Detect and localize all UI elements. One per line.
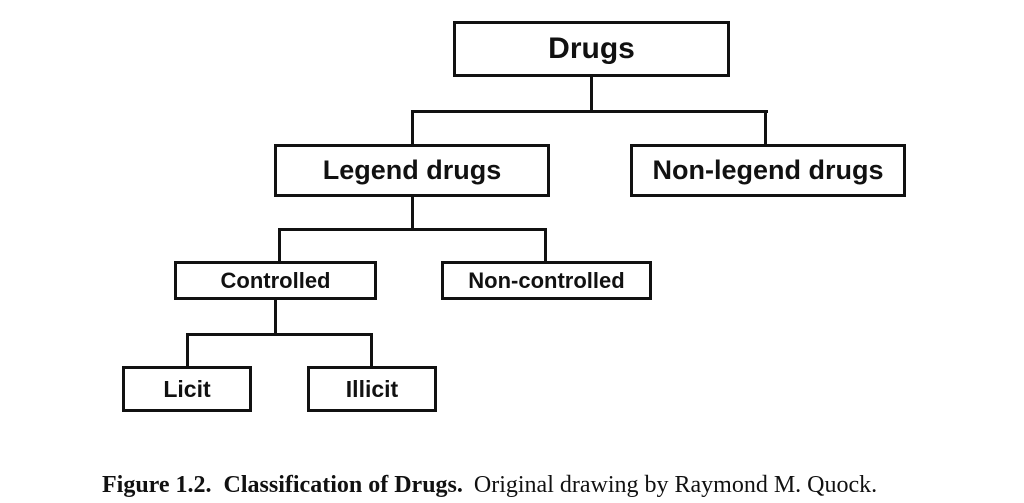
connector-drugs-stem (590, 77, 593, 110)
connector-controlled-drop (278, 228, 281, 261)
connector-level3-crossbar (278, 228, 547, 231)
node-legend-drugs: Legend drugs (274, 144, 550, 197)
node-controlled: Controlled (174, 261, 377, 300)
connector-legend-drop (411, 110, 414, 144)
connector-non-controlled-drop (544, 228, 547, 261)
connector-legend-stem (411, 197, 414, 228)
figure-caption-credit: Original drawing by Raymond M. Quock. (473, 472, 878, 498)
node-illicit: Illicit (307, 366, 437, 412)
node-licit: Licit (122, 366, 252, 412)
connector-licit-drop (186, 333, 189, 366)
figure-caption: Figure 1.2. Classification of Drugs. Orig… (78, 437, 998, 503)
connector-illicit-drop (370, 333, 373, 366)
node-non-controlled: Non-controlled (441, 261, 652, 300)
connector-controlled-stem (274, 299, 277, 333)
figure-caption-title: Figure 1.2. Classification of Drugs. (102, 472, 463, 498)
connector-level4-crossbar (186, 333, 373, 336)
node-non-legend-drugs: Non-legend drugs (630, 144, 906, 197)
node-drugs: Drugs (453, 21, 730, 77)
connector-non-legend-drop (764, 110, 767, 144)
connector-level2-crossbar (411, 110, 768, 113)
